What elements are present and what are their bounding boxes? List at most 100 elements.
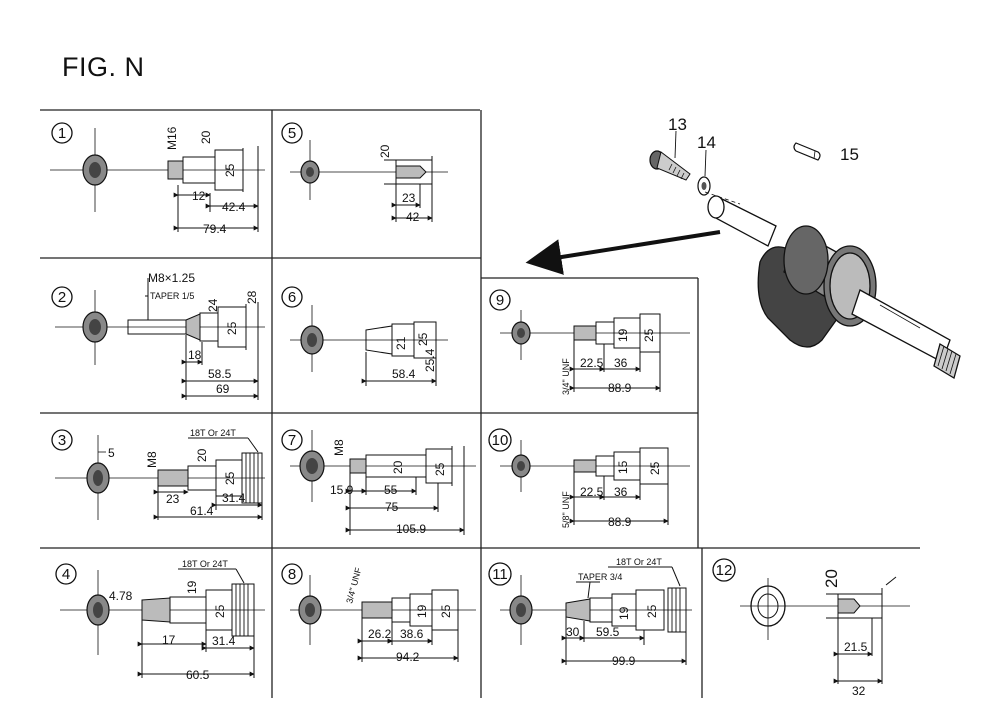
dim-d1: 20	[195, 448, 209, 462]
dim-d1: 20	[391, 460, 405, 474]
panel-number: 10	[492, 432, 509, 449]
dim-thread: 3/4" UNF	[561, 358, 571, 395]
dim-taper: TAPER 3/4	[578, 572, 622, 582]
shaft-side-view	[357, 589, 459, 662]
panel-number: 11	[492, 566, 508, 583]
dim-total: 58.4	[392, 367, 416, 381]
callout-13: 13	[668, 115, 687, 134]
panel-10: 10 5/8" UNF 15 25 22.5 36 88.9	[488, 428, 690, 529]
dim-l1: 59.5	[596, 625, 620, 639]
dim-d2: 25	[225, 321, 239, 335]
panel-7: 7 M8 20 25 15.9 55 75 105.9	[281, 429, 476, 536]
dim-l1: 23	[402, 191, 416, 205]
dim-d1: 19	[617, 606, 631, 620]
callout-14: 14	[697, 133, 716, 152]
panel-number: 1	[58, 125, 66, 142]
panel-grid	[40, 109, 920, 698]
dim-l2: 36	[614, 356, 628, 370]
dim-d2: 25	[648, 461, 662, 475]
dim-gear: 18T Or 24T	[616, 557, 662, 567]
dim-d1: 19	[616, 328, 630, 342]
dim-d1: 19	[415, 604, 429, 618]
panel-number: 5	[288, 125, 296, 142]
panel-9: 9 3/4" UNF 19 25 22.5 36 88.9	[489, 289, 690, 395]
dim-d3: 25.4	[423, 348, 437, 372]
dim-taper: TAPER 1/5	[150, 291, 194, 301]
dim-l1: 55	[384, 483, 398, 497]
dim-l1: 17	[162, 633, 176, 647]
dim-thread: M16	[165, 126, 179, 150]
panel-number: 8	[288, 566, 296, 583]
dim-d1: 19	[185, 580, 199, 594]
shaft-side-view	[569, 313, 661, 392]
panel-4: 4 4.78 19 25 18T Or 24T 17 31.	[55, 559, 265, 682]
dim-total: 60.5	[186, 668, 210, 682]
reference-arrow	[525, 230, 721, 275]
callout-15: 15	[840, 145, 859, 164]
dim-d1: 20	[378, 144, 392, 158]
dim-l2: 36	[614, 485, 628, 499]
dim-total: 69	[216, 382, 230, 396]
dim-total: 32	[852, 684, 866, 698]
dim-d2: 25	[223, 471, 237, 485]
dim-l2: 31.4	[222, 491, 246, 505]
shaft-side-view	[384, 156, 433, 222]
dim-l2: 31.4	[212, 634, 236, 648]
panel-number: 6	[288, 289, 296, 306]
dim-gear: 18T Or 24T	[182, 559, 228, 569]
dim-thread: M8	[332, 439, 346, 456]
key-part	[793, 142, 821, 161]
panel-number: 3	[58, 432, 66, 449]
panel-number: 9	[496, 292, 504, 309]
panel-5: 5 20 23 42	[281, 122, 448, 224]
dim-l2: 75	[385, 500, 399, 514]
dim-d1: 20	[199, 130, 213, 144]
dim-l0: 30	[566, 625, 580, 639]
panel-11: 11 TAPER 3/4 18T O	[488, 557, 692, 668]
dim-d2: 25	[213, 604, 227, 618]
panel-number: 7	[288, 432, 296, 449]
dim-total: 79.4	[203, 222, 227, 236]
dim-l1: 18	[188, 348, 202, 362]
dim-offset: 4.78	[109, 589, 133, 603]
dim-l1: 21.5	[844, 640, 868, 654]
dim-d1: 21	[394, 336, 408, 350]
dim-d2: 25	[223, 163, 237, 177]
dim-l1: 12	[192, 189, 206, 203]
panel-number-circle	[51, 122, 73, 144]
dim-l1: 23	[166, 492, 180, 506]
dim-total: 99.9	[612, 654, 636, 668]
dim-thread: 5/8" UNF	[561, 491, 571, 528]
figure-title: FIG. N	[62, 52, 145, 82]
shaft-side-view	[561, 566, 687, 665]
panel-number: 4	[62, 566, 70, 583]
shaft-end-view	[750, 585, 786, 627]
dim-thread: M8×1.25	[148, 271, 195, 285]
shaft-side-view	[137, 568, 255, 678]
panel-1: 1 M16 20 25 12 42.4 79.4	[50, 122, 265, 236]
panel-number: 2	[58, 289, 66, 306]
shaft-side-view	[345, 446, 465, 535]
dim-total: 88.9	[608, 515, 632, 529]
dim-d2: 25	[642, 328, 656, 342]
dim-d1: 24	[206, 298, 220, 312]
dim-l2: 58.5	[208, 367, 232, 381]
dim-d2: 25	[433, 462, 447, 476]
dim-d2: 25	[439, 604, 453, 618]
crankshaft-illustration: 13 14 15	[525, 115, 961, 379]
dim-d1: 15	[616, 460, 630, 474]
dim-total: 42	[406, 210, 420, 224]
panel-6: 6 21 25 25.4 58.4	[281, 286, 448, 386]
dim-d2: 25	[416, 332, 430, 346]
dim-l2: 42.4	[222, 200, 246, 214]
panel-2: 2 M8×1.25 TAPER 1/5 24 25 28 18 58.5 69	[51, 271, 265, 400]
panel-number: 12	[716, 562, 733, 579]
dim-gear: 18T Or 24T	[190, 428, 236, 438]
shaft-side-view	[569, 447, 669, 525]
dim-l1: 22.5	[580, 485, 604, 499]
dim-d3: 28	[245, 290, 259, 304]
dim-total: 61.4	[190, 504, 214, 518]
dim-l1: 26.2	[368, 627, 392, 641]
shaft-side-view	[361, 321, 437, 386]
